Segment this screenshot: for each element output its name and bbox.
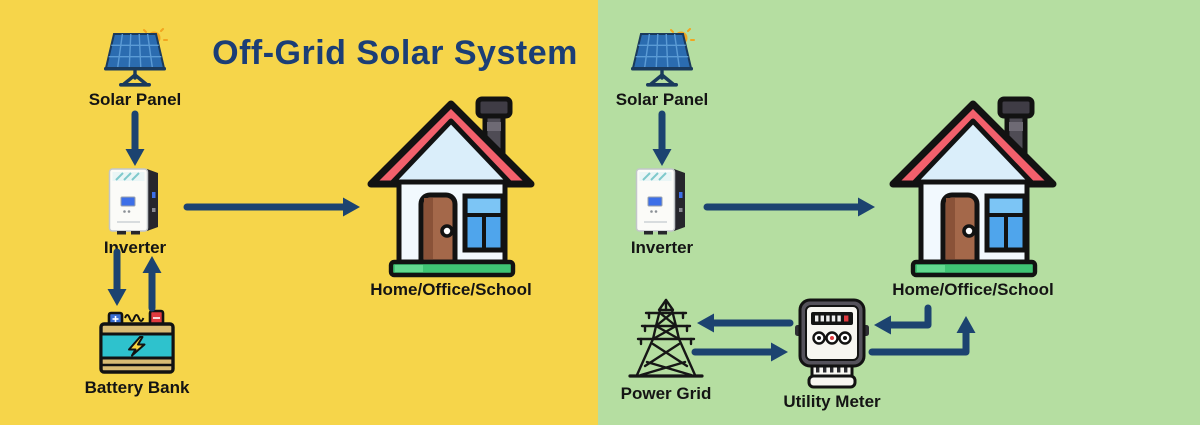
inverter-icon — [635, 168, 686, 236]
battery-bank-label: Battery Bank — [84, 378, 190, 397]
off-grid-title: Off-Grid Solar System — [212, 34, 578, 72]
on-grid-utility-meter-node: Utility Meter — [772, 298, 892, 412]
solar-panel-label: Solar Panel — [88, 90, 182, 109]
utility-meter-icon — [795, 298, 869, 389]
off-grid-inverter-node: Inverter — [77, 164, 193, 258]
inverter-label: Inverter — [103, 238, 167, 257]
power-grid-label: Power Grid — [620, 384, 712, 403]
on-grid-power-grid-node: Power Grid — [606, 296, 726, 404]
inverter-label: Inverter — [630, 238, 694, 257]
off-grid-solar-panel-node: Solar Panel — [75, 28, 195, 110]
house-icon — [365, 94, 537, 278]
building-label: Home/Office/School — [892, 280, 1054, 299]
off-grid-building-node: Home/Office/School — [351, 94, 551, 300]
house-icon — [887, 94, 1059, 278]
utility-meter-label: Utility Meter — [783, 392, 881, 411]
solar-panel-icon — [102, 28, 169, 88]
on-grid-building-node: Home/Office/School — [873, 94, 1073, 300]
building-label: Home/Office/School — [370, 280, 532, 299]
on-grid-inverter-node: Inverter — [604, 164, 720, 258]
inverter-icon — [108, 168, 159, 236]
off-grid-battery-bank-node: Battery Bank — [77, 308, 197, 398]
transmission-tower-icon — [628, 298, 704, 378]
solar-panel-icon — [629, 28, 696, 88]
solar-panel-label: Solar Panel — [615, 90, 709, 109]
battery-icon — [99, 309, 175, 374]
on-grid-solar-panel-node: Solar Panel — [602, 28, 722, 110]
